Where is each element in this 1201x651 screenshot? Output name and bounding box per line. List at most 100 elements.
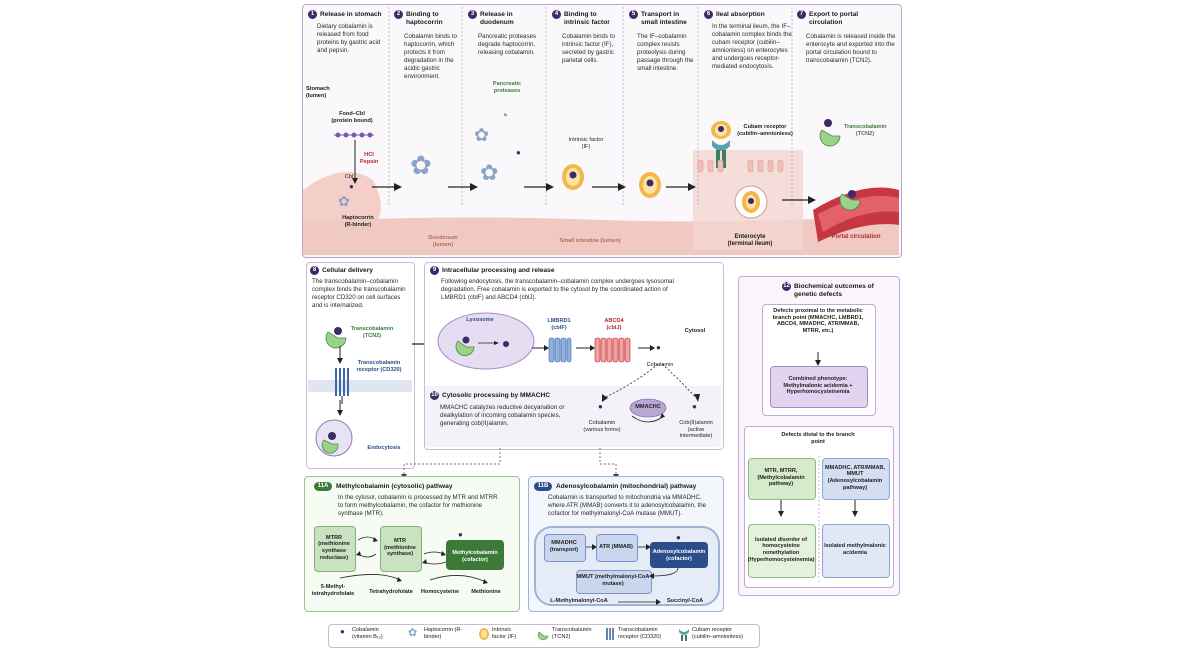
s8-arrow-down2 <box>337 400 343 416</box>
pancreatic-label: Pancreatic proteases <box>492 81 522 94</box>
free-cobalamin-icon: ● <box>516 148 521 157</box>
tcn2-cbl-in-blood <box>839 190 861 211</box>
mmachc-enzyme <box>629 398 667 423</box>
step-8-number: 8 <box>310 266 319 275</box>
methylcbl-label: Methylcobalamin (cofactor) <box>452 550 498 563</box>
step-4-title: Binding to intrinsic factor <box>564 11 610 26</box>
step-dividers <box>388 7 793 205</box>
transport-arrows <box>532 345 655 351</box>
11a-arrows <box>339 536 488 584</box>
haptocorrin-fragment2-icon: ✿ <box>480 160 499 185</box>
lmm-label: L-Methylmalonyl-CoA <box>550 598 608 604</box>
duodenum-label: Duodenum (lumen) <box>428 235 458 248</box>
arrow-6-7 <box>782 196 816 204</box>
cytosol-label: Cytosol <box>684 328 706 334</box>
step-7-text: Cobalamin is released inside the enteroc… <box>806 33 896 64</box>
proximal-arrow <box>815 352 821 366</box>
atr-label: ATR (MMAB) <box>599 543 633 550</box>
left-outcome-box <box>748 524 816 578</box>
step-2-text: Cobalamin binds to haptocorrin, which pr… <box>404 33 457 80</box>
enterocyte-label: Enterocyte (terminal ileum) <box>727 234 773 248</box>
methylcbl-cobalamin-icon: ● <box>458 530 463 539</box>
step-11a-number: 11A <box>314 482 332 491</box>
tcn2-icon <box>819 119 841 147</box>
methylthf-label: 5-Methyl-tetrahydrofolate <box>311 584 355 597</box>
thf-label: Tetrahydrofolate <box>369 589 413 595</box>
step-11b-number: 11B <box>534 482 552 491</box>
legend-haptocorrin-label: Haptocorrin (R-binder) <box>424 627 463 640</box>
step-3-number: 3 <box>468 10 477 19</box>
cob2-icon: ● <box>692 402 697 411</box>
step-10-title: Cytosolic processing by MMACHC <box>442 392 551 399</box>
abcd4-label: ABCD4 (cblJ) <box>604 318 624 331</box>
food-cbl-label: Food–Cbl (protein bound) <box>331 111 373 124</box>
intrinsic-label: Intrinsic factor (IF) <box>568 137 604 150</box>
step-10-number: 10 <box>430 391 439 400</box>
right-genes-label: MMADHC, ATR/MMAB, MMUT (Adenosylcobalami… <box>825 464 885 491</box>
distal-title: Defects distal to the branch point <box>781 432 855 445</box>
distal-divider <box>818 456 820 582</box>
right-genes-box <box>822 458 890 500</box>
step-1-title: Release in stomach <box>320 11 382 18</box>
step-1-text: Dietary cobalamin is released from food … <box>317 23 381 54</box>
section-10-bg <box>425 386 721 447</box>
step-3-title: Release in duodenum <box>480 11 514 26</box>
mtrr-label: MTRR (methionine synthase reductase) <box>318 534 350 561</box>
11b-arrows <box>586 544 679 605</box>
atr-box <box>596 534 638 562</box>
left-genes-box <box>748 458 816 500</box>
endocytic-vesicle <box>734 185 768 219</box>
adocbl-label: Adenosylcobalamin (cofactor) <box>652 549 706 562</box>
legend-if-label: Intrinsic factor (IF) <box>492 627 517 640</box>
mmut-label: MMUT (methylmalonyl-CoA mutase) <box>576 574 650 587</box>
step-9-number: 9 <box>430 266 439 275</box>
haptocorrin-cbl-icon: ✿ <box>410 150 432 180</box>
cbl-label: Cbl <box>344 174 354 180</box>
mmut-box <box>576 570 652 594</box>
legend-haptocorrin-icon: ✿ <box>408 627 418 639</box>
step-8-title: Cellular delivery <box>322 267 373 274</box>
haptocorrin-icon: ✿ <box>338 193 350 209</box>
adocbl-box <box>650 542 708 568</box>
legend-tcn2-icon <box>537 631 549 641</box>
step-10-text: MMACHC catalyzes reductive decyanation o… <box>440 404 565 427</box>
step-12-title: Biochemical outcomes of genetic defects <box>794 283 874 298</box>
mtr-box <box>380 526 422 572</box>
stomach-label: Stomach (lumen) <box>306 86 330 99</box>
proximal-title: Defects proximal to the metabolic branch… <box>772 308 864 335</box>
arrow-1-2 <box>372 183 402 191</box>
arrow-2-3 <box>448 183 478 191</box>
lmbrd1-label: LMBRD1 (cblF) <box>547 318 571 331</box>
step-9-title: Intracellular processing and release <box>442 267 555 274</box>
haptocorrin-label: Haptocorrin (R-binder) <box>342 215 374 228</box>
step-7-number: 7 <box>797 10 806 19</box>
mmadhc-label: MMADHC (transport) <box>549 540 579 553</box>
step-3-text: Pancreatic proteases degrade haptocorrin… <box>478 33 537 56</box>
tcn2-label: Transcobalamin (TCN2) <box>844 124 887 137</box>
met-label: Methionine <box>471 589 501 595</box>
hcy-label: Homocysteine <box>420 589 460 595</box>
step-11b-title: Adenosylcobalamin (mitochondrial) pathwa… <box>556 483 697 490</box>
portal-label: Portal circulation <box>831 234 881 240</box>
lysosome-label: Lysosome <box>466 317 494 323</box>
right-outcome-box <box>822 524 890 578</box>
cubam-label: Cubam receptor (cubilin–amnionless) <box>737 124 793 137</box>
step-5-title: Transport in small intestine <box>641 11 687 26</box>
step-7-title: Export to portal circulation <box>809 11 859 26</box>
cobalamin-icon: ● <box>349 182 354 191</box>
cd320-label: Transcobalamin receptor (CD320) <box>356 360 402 373</box>
microvilli <box>697 159 784 173</box>
mmachc-label: MMACHC <box>635 404 661 410</box>
methylcbl-box <box>446 540 504 570</box>
lmbrd1-icon <box>548 337 572 363</box>
step-8-text: The transcobalamin–cobalamin complex bin… <box>312 278 406 309</box>
step-6-title: Ileal absorption <box>716 11 765 18</box>
right-outcome-label: Isolated methylmalonic acidemia <box>824 543 886 556</box>
food-cbl-chain <box>334 132 374 138</box>
distal-arrows <box>778 500 858 517</box>
succ-label: Succinyl-CoA <box>666 598 704 604</box>
small-intestine-label: Small intestine (lumen) <box>559 238 621 244</box>
combined-box <box>770 366 868 408</box>
tcn2-cbl-icon <box>325 327 347 349</box>
legend-cobalamin-label: Cobalamin (vitamin B₁₂) <box>352 627 383 640</box>
